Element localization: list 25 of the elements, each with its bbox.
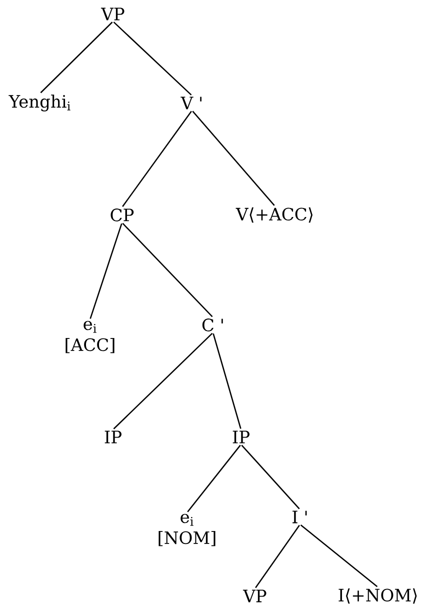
branch-line xyxy=(212,333,242,429)
tree-node-label: e$_{i}$ [NOM] xyxy=(158,514,216,546)
branch-line xyxy=(241,444,300,510)
tree-node-label: I⟨+NOM⟩ xyxy=(338,588,417,604)
branch-line xyxy=(192,110,275,206)
tree-node-label: e$_{i}$ [ACC] xyxy=(66,320,114,354)
tree-node-label: I ' xyxy=(292,510,307,524)
tree-node-label: VP xyxy=(100,8,124,20)
tree-node-label: V⟨+ACC⟩ xyxy=(236,207,312,223)
branch-line xyxy=(40,22,113,94)
branch-line xyxy=(300,524,378,588)
branch-line xyxy=(113,332,213,430)
branch-line xyxy=(122,110,192,207)
branch-line xyxy=(187,444,241,512)
branch-line xyxy=(113,22,192,96)
tree-node-label: V ' xyxy=(180,96,202,110)
branch-line xyxy=(90,223,122,319)
tree-node-label: CP xyxy=(110,208,134,222)
branch-line xyxy=(122,222,213,318)
tree-node-label: VP xyxy=(242,590,266,602)
tree-node-label: IP xyxy=(232,430,250,444)
tree-node-label: Yenghi$_{i}$ xyxy=(8,94,70,112)
tree-node-label: C ' xyxy=(202,318,223,332)
branch-line xyxy=(255,524,300,588)
tree-node-label: IP xyxy=(104,430,122,444)
